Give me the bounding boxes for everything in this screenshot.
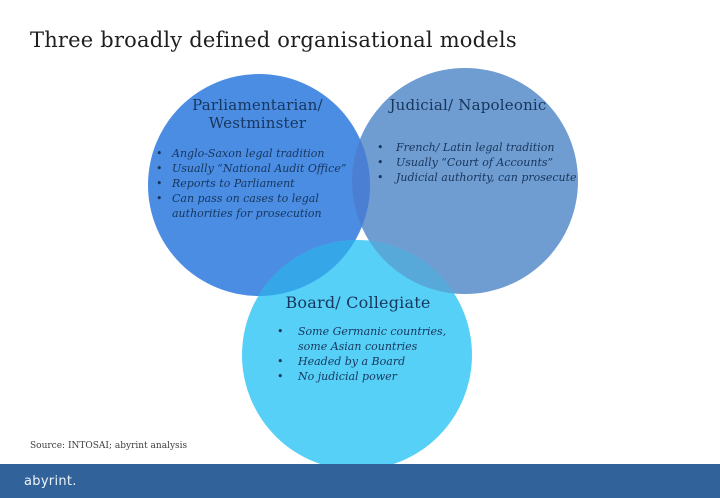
bullet-item: Usually “National Audit Office” bbox=[155, 161, 360, 176]
circle-content-parliamentarian: Parliamentarian/ Westminster Anglo-Saxon… bbox=[155, 96, 360, 221]
bullet-item: Headed by a Board bbox=[262, 354, 454, 369]
overlap-lens-shape bbox=[352, 240, 370, 294]
overlap-all-three bbox=[148, 74, 370, 296]
circle-title: Judicial/ Napoleonic bbox=[389, 96, 547, 114]
page-title: Three broadly defined organisational mod… bbox=[30, 28, 517, 52]
circle-title: Board/ Collegiate bbox=[285, 293, 431, 312]
bullet-item: Some Germanic countries, some Asian coun… bbox=[262, 324, 454, 354]
bullet-item: Anglo-Saxon legal tradition bbox=[155, 146, 360, 161]
bullet-item: Reports to Parliament bbox=[155, 176, 360, 191]
overlap-parliamentarian-board bbox=[148, 74, 370, 296]
bullet-item: Judicial authority, can prosecute bbox=[368, 170, 577, 185]
footer-bar: abyrint. bbox=[0, 464, 720, 498]
bullet-list: Anglo-Saxon legal tradition Usually “Nat… bbox=[155, 146, 360, 221]
overlap-clip-inner bbox=[352, 74, 370, 294]
source-note: Source: INTOSAI; abyrint analysis bbox=[30, 441, 188, 451]
bullet-list: Some Germanic countries, some Asian coun… bbox=[262, 324, 454, 384]
bullet-item: French/ Latin legal tradition bbox=[368, 140, 568, 155]
circle-content-judicial: Judicial/ Napoleonic French/ Latin legal… bbox=[368, 96, 577, 185]
circle-title: Parliamentarian/ Westminster bbox=[155, 96, 360, 132]
bullet-item: No judicial power bbox=[262, 369, 454, 384]
bullet-list: French/ Latin legal tradition Usually “C… bbox=[368, 140, 577, 185]
circle-content-board: Board/ Collegiate Some Germanic countrie… bbox=[262, 293, 454, 385]
overlap-judicial-board bbox=[352, 68, 578, 294]
bullet-item: Usually “Court of Accounts” bbox=[368, 155, 568, 170]
circle-title-line2: Westminster bbox=[208, 114, 307, 132]
footer-brand: abyrint. bbox=[24, 473, 77, 489]
circle-title-line1: Parliamentarian/ bbox=[192, 96, 323, 114]
overlap-lens-shape bbox=[352, 240, 472, 294]
bullet-item: Can pass on cases to legal authorities f… bbox=[155, 191, 322, 221]
